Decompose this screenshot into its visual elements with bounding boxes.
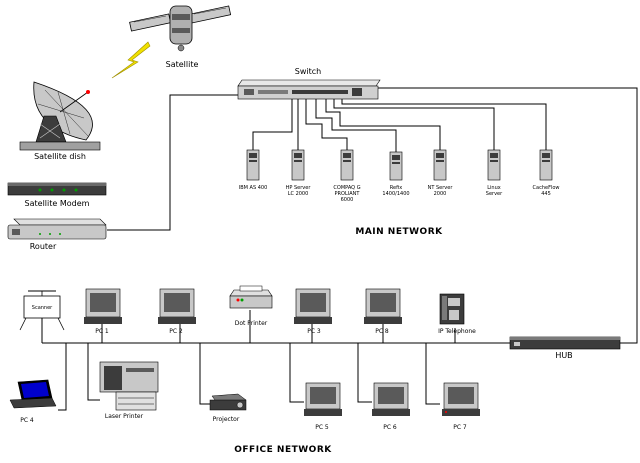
pc7-label: PC 7 bbox=[453, 424, 467, 431]
satellite-icon bbox=[129, 5, 232, 52]
pc8-label: PC 8 bbox=[375, 328, 389, 335]
server-label-4: Refix 1400/1400 bbox=[382, 185, 410, 197]
satellite-dish-label: Satellite dish bbox=[34, 152, 86, 161]
tower-server-icon bbox=[291, 149, 305, 181]
ip-telephone-label: IP Telephone bbox=[438, 328, 476, 335]
server-label-2: HP Server LC 2000 bbox=[285, 185, 311, 197]
switch-icon bbox=[237, 79, 381, 100]
scanner-icon bbox=[19, 290, 65, 331]
laptop-icon bbox=[9, 379, 57, 409]
hub-icon bbox=[509, 336, 621, 350]
pc3-label: PC 3 bbox=[307, 328, 321, 335]
pc2-label: PC 2 bbox=[169, 328, 183, 335]
desktop-pc-icon bbox=[84, 288, 122, 324]
desktop-pc-icon bbox=[294, 288, 332, 324]
satellite-label: Satellite bbox=[165, 60, 199, 69]
dot-printer-label: Dot Printer bbox=[234, 320, 268, 327]
tower-server-icon bbox=[539, 149, 553, 181]
desktop-pc-icon bbox=[158, 288, 196, 324]
projector-label: Projector bbox=[212, 416, 240, 423]
pc5-label: PC 5 bbox=[315, 424, 329, 431]
hub-label: HUB bbox=[555, 351, 573, 360]
scanner-label: Scanner bbox=[31, 305, 53, 311]
server-label-1: IBM AS 400 bbox=[238, 185, 268, 191]
router-label: Router bbox=[29, 242, 57, 251]
server-label-7: CacheFlow 445 bbox=[532, 185, 560, 197]
satellite-dish-icon bbox=[19, 81, 101, 151]
server-label-5: NT Server 2000 bbox=[427, 185, 453, 197]
office-network-title: OFFICE NETWORK bbox=[234, 445, 332, 455]
server-label-3: COMPAQ G PROLIANT 6000 bbox=[333, 185, 361, 203]
server-label-6: Linux Server bbox=[485, 185, 503, 197]
satellite-modem-label: Satellite Modem bbox=[24, 199, 90, 208]
desktop-pc-icon bbox=[372, 382, 410, 416]
desktop-pc-icon bbox=[364, 288, 402, 324]
wireless-link-icon bbox=[111, 41, 151, 79]
satellite-modem-icon bbox=[7, 182, 107, 196]
tower-server-icon bbox=[433, 149, 447, 181]
tower-server-icon bbox=[487, 149, 501, 181]
desktop-pc-icon bbox=[442, 382, 480, 416]
tower-server-icon bbox=[246, 149, 260, 181]
switch-label: Switch bbox=[294, 67, 322, 76]
pc1-label: PC 1 bbox=[95, 328, 109, 335]
dot-printer-icon bbox=[229, 285, 273, 309]
pc6-label: PC 6 bbox=[383, 424, 397, 431]
router-icon bbox=[7, 218, 107, 240]
laser-printer-label: Laser Printer bbox=[104, 413, 144, 420]
desktop-pc-icon bbox=[304, 382, 342, 416]
tower-server-icon bbox=[340, 149, 354, 181]
projector-icon bbox=[209, 393, 247, 411]
ip-telephone-icon bbox=[439, 293, 465, 325]
tower-server-icon bbox=[389, 151, 403, 181]
connection-lines bbox=[41, 87, 638, 411]
pc4-label: PC 4 bbox=[20, 417, 34, 424]
laser-printer-icon bbox=[99, 361, 159, 411]
main-network-title: MAIN NETWORK bbox=[355, 227, 443, 237]
